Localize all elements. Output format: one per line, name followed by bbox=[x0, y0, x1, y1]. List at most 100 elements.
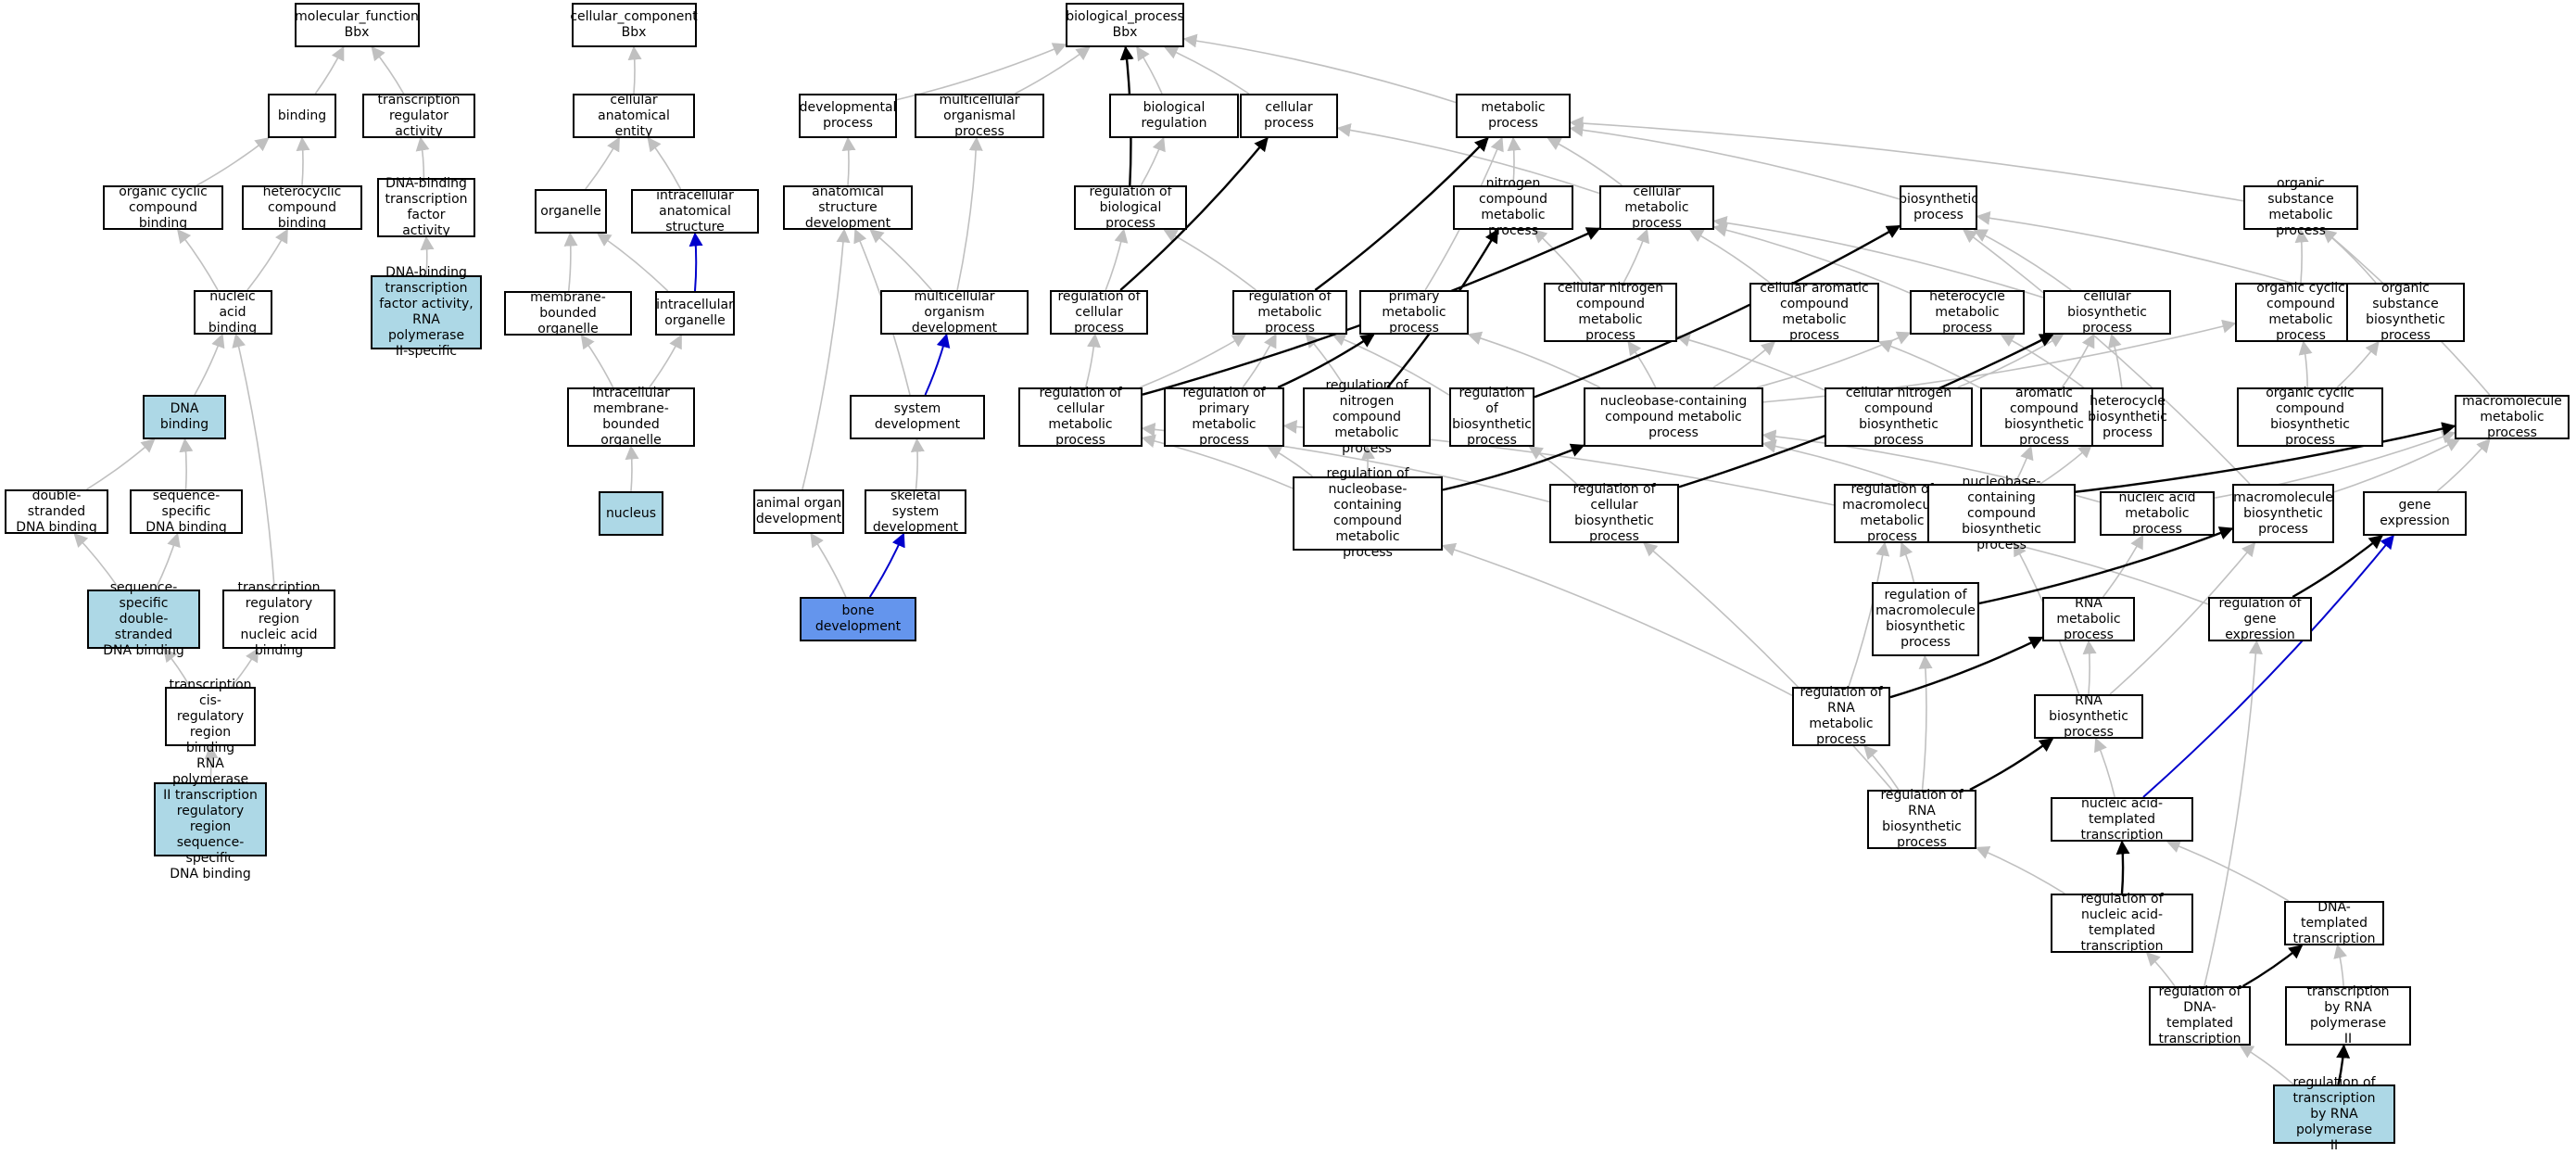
edge-is-a bbox=[204, 744, 219, 783]
edge-is-a bbox=[232, 333, 275, 590]
edge-is-a bbox=[1547, 137, 1623, 186]
go-term-node: regulation of biosynthetic process bbox=[1449, 386, 1534, 448]
go-term-node: transcription cis-regulatory region bind… bbox=[165, 678, 256, 755]
go-term-node: molecular_function Bbx bbox=[294, 3, 420, 47]
edge-is-a bbox=[596, 233, 669, 292]
go-term-node: DNA binding bbox=[143, 395, 226, 439]
go-term-node: macromolecule biosynthetic process bbox=[2232, 484, 2334, 543]
edge-is-a bbox=[1533, 228, 1584, 284]
edge-part-of bbox=[2142, 534, 2394, 798]
edge-is-a bbox=[1267, 446, 1313, 477]
go-term-node: DNA-templated transcription bbox=[2284, 900, 2384, 946]
edge-is-a bbox=[563, 232, 578, 292]
go-term-node: heterocycle biosynthetic process bbox=[2088, 387, 2167, 447]
edge-is-a bbox=[2039, 443, 2093, 485]
edge-is-a bbox=[176, 228, 219, 291]
edge-is-a bbox=[2239, 1045, 2294, 1085]
go-term-node: cellular anatomical entity bbox=[573, 93, 695, 139]
edge-is-a bbox=[2203, 640, 2263, 987]
edge-is-a bbox=[910, 438, 925, 490]
edge-part-of bbox=[868, 532, 905, 598]
edge-regulates bbox=[1277, 333, 1375, 389]
edge-regulates bbox=[1119, 136, 1269, 291]
go-term-node: organic cyclic compound biosynthetic pro… bbox=[2237, 386, 2383, 448]
edge-is-a bbox=[1688, 229, 1771, 284]
go-term-node: sequence-specific DNA binding bbox=[130, 488, 243, 535]
edge-is-a bbox=[1507, 136, 1522, 186]
edge-is-a bbox=[1163, 45, 1250, 95]
edge-is-a bbox=[314, 45, 345, 95]
edge-is-a bbox=[1361, 445, 1375, 477]
go-term-node: DNA-binding transcription factor activit… bbox=[371, 265, 482, 359]
go-term-node: sequence-specific double-stranded DNA bi… bbox=[87, 580, 200, 658]
edge-is-a bbox=[625, 445, 639, 492]
edge-is-a bbox=[415, 136, 430, 179]
go-term-node: membrane-bounded organelle bbox=[504, 290, 632, 336]
go-term-node: DNA-binding transcription factor activit… bbox=[377, 176, 475, 238]
go-term-node: cellular_component Bbx bbox=[570, 3, 698, 47]
edge-is-a bbox=[585, 136, 620, 190]
edge-is-a bbox=[2061, 333, 2095, 388]
edge-is-a bbox=[86, 438, 156, 490]
go-term-node: regulation of macromolecule biosynthetic… bbox=[1872, 582, 1979, 656]
edge-is-a bbox=[2436, 438, 2491, 492]
go-term-node: cellular nitrogen compound metabolic pro… bbox=[1544, 281, 1677, 343]
edge-is-a bbox=[1877, 339, 1981, 389]
go-term-node: intracellular anatomical structure bbox=[631, 188, 759, 235]
edge-regulates bbox=[1314, 136, 1489, 291]
edge-is-a bbox=[2094, 737, 2115, 798]
go-term-node: regulation of nitrogen compound metaboli… bbox=[1303, 378, 1431, 456]
go-term-node: regulation of metabolic process bbox=[1232, 289, 1347, 336]
go-term-node: regulation of RNA metabolic process bbox=[1792, 685, 1890, 747]
go-term-node: anatomical structure development bbox=[783, 184, 913, 231]
edge-is-a bbox=[1163, 229, 1256, 291]
edge-is-a bbox=[647, 136, 682, 190]
edge-is-a bbox=[1305, 333, 1346, 388]
edge-is-a bbox=[296, 136, 310, 186]
go-term-node: cellular metabolic process bbox=[1599, 184, 1714, 231]
go-term-node: system development bbox=[850, 395, 985, 439]
go-term-node: biological regulation bbox=[1109, 94, 1239, 138]
go-term-node: primary metabolic process bbox=[1359, 289, 1469, 336]
edge-is-a bbox=[1528, 446, 1577, 485]
go-term-node: intracellular organelle bbox=[655, 291, 735, 336]
go-term-node: multicellular organism development bbox=[880, 289, 1029, 336]
edge-regulates bbox=[1969, 738, 2054, 792]
go-term-node: cellular process bbox=[1240, 94, 1338, 138]
edge-is-a bbox=[1569, 122, 1900, 200]
edge-regulates bbox=[2292, 535, 2383, 599]
edge-part-of bbox=[688, 232, 703, 292]
edge-regulates bbox=[1534, 224, 1901, 399]
go-term-node: aromatic compound biosynthetic process bbox=[1980, 386, 2108, 448]
go-term-node: regulation of RNA biosynthetic process bbox=[1867, 788, 1976, 850]
edge-is-a bbox=[2102, 534, 2144, 598]
go-term-node: nucleobase-containing compound biosynthe… bbox=[1927, 475, 2076, 552]
go-term-node: nucleic acid metabolic process bbox=[2100, 490, 2215, 537]
edge-is-a bbox=[956, 136, 983, 291]
go-term-node: biological_process Bbx bbox=[1066, 3, 1184, 47]
edge-is-a bbox=[1136, 45, 1163, 95]
edge-is-a bbox=[1467, 331, 1601, 388]
edge-is-a bbox=[1675, 333, 1825, 391]
go-term-node: regulation of cellular metabolic process bbox=[1018, 386, 1143, 448]
go-term-node: transcription regulator activity bbox=[362, 93, 475, 139]
go-term-node: binding bbox=[268, 94, 336, 138]
go-term-node: transcription by RNA polymerase II bbox=[2285, 984, 2411, 1046]
go-term-node: organic substance metabolic process bbox=[2243, 176, 2358, 238]
edge-is-a bbox=[1962, 229, 2251, 485]
go-term-node: regulation of DNA-templated transcriptio… bbox=[2149, 984, 2251, 1046]
edge-is-a bbox=[2166, 839, 2290, 902]
go-term-node: RNA biosynthetic process bbox=[2034, 693, 2143, 740]
edge-is-a bbox=[869, 229, 933, 291]
edge-is-a bbox=[1643, 542, 1893, 791]
edge-is-a bbox=[1139, 334, 1247, 388]
go-term-node: double-stranded DNA binding bbox=[5, 488, 108, 535]
go-term-node: animal organ development bbox=[753, 489, 844, 534]
edge-is-a bbox=[2000, 334, 2092, 395]
go-term-node: organic cyclic compound binding bbox=[103, 184, 223, 231]
edge-is-a bbox=[1242, 333, 1277, 388]
go-term-node: RNA polymerase II transcription regulato… bbox=[154, 756, 267, 881]
edge-is-a bbox=[2298, 340, 2313, 388]
